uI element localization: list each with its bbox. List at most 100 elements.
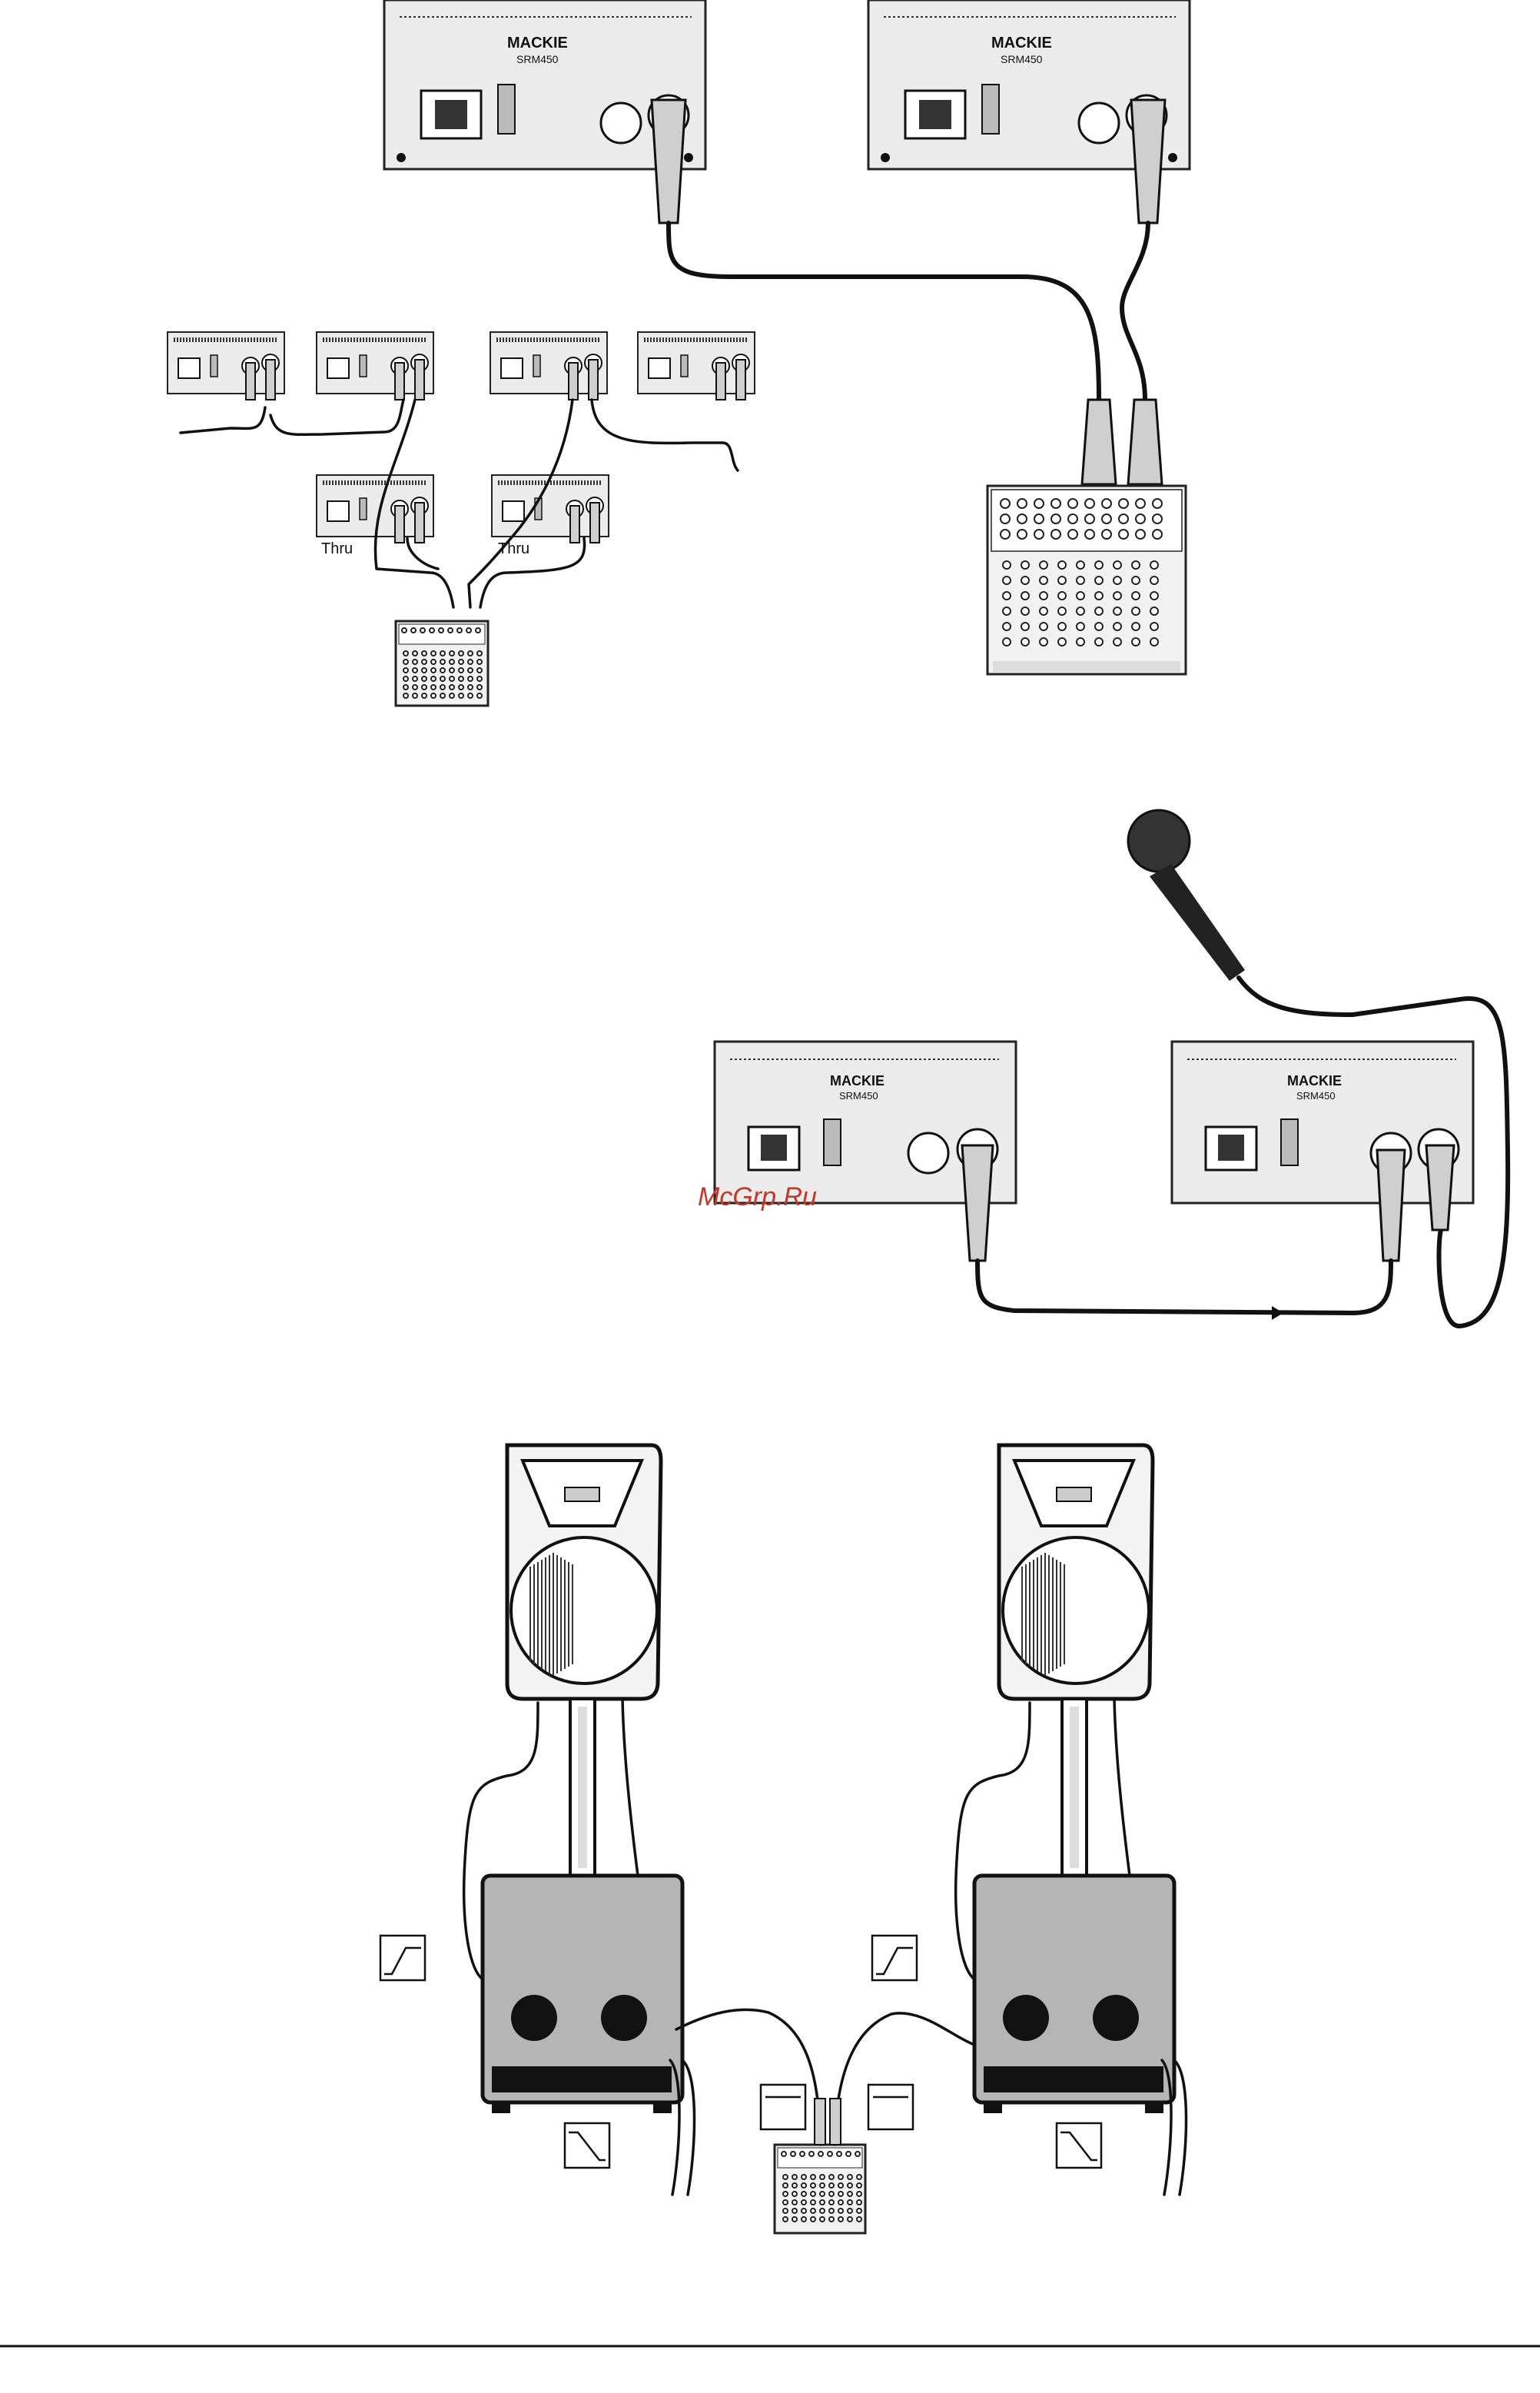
- mixer-knob-icon: [1017, 499, 1027, 508]
- mixer-knob-icon: [477, 651, 482, 656]
- mixer-knob-icon: [431, 676, 436, 681]
- mixer-small: [775, 2145, 865, 2233]
- mixer-knob-icon: [1003, 592, 1011, 600]
- mixer-knob-icon: [422, 685, 426, 690]
- chain-cable: [480, 538, 585, 607]
- mixer-knob-icon: [1001, 499, 1010, 508]
- chain-cable: [592, 400, 738, 470]
- mixer-knob-icon: [1136, 514, 1145, 523]
- mixer-knob-icon: [431, 651, 436, 656]
- mixer-knob-icon: [1068, 530, 1077, 539]
- srm450-rear-panel-small: [490, 332, 607, 400]
- mixer-knob-icon: [820, 2217, 825, 2222]
- mixer-knob-icon: [792, 2217, 797, 2222]
- mixer-knob-icon: [468, 660, 473, 664]
- power-switch-icon: [824, 1119, 841, 1165]
- mixer-knob-icon: [792, 2183, 797, 2188]
- xlr-plug-icon: [830, 2099, 841, 2145]
- mixer-knob-icon: [440, 668, 445, 673]
- mixer-knob-icon: [1017, 530, 1027, 539]
- mixer-knob-icon: [1003, 561, 1011, 569]
- mixer-knob-icon: [403, 676, 408, 681]
- mixer-knob-icon: [1003, 638, 1011, 646]
- mixer-knob-icon: [1150, 623, 1158, 630]
- mixer-knob-icon: [792, 2200, 797, 2205]
- signal-arrow-icon: [1272, 1306, 1283, 1320]
- mixer-knob-icon: [802, 2217, 806, 2222]
- cable-right-to-mixer: [1122, 223, 1148, 400]
- mixer-knob-icon: [450, 685, 454, 690]
- mixer-knob-icon: [422, 676, 426, 681]
- mixer-knob-icon: [1114, 623, 1121, 630]
- mixer-knob-icon: [422, 660, 426, 664]
- mixer-knob-icon: [1034, 499, 1044, 508]
- mixer-knob-icon: [837, 2152, 841, 2156]
- mixer-knob-icon: [848, 2183, 852, 2188]
- xlr-plug-icon: [266, 360, 275, 400]
- xlr-plug-icon: [1426, 1145, 1454, 1230]
- mixer-knob-icon: [448, 628, 453, 633]
- mixer-knob-icon: [413, 676, 417, 681]
- mixer-knob-icon: [1150, 638, 1158, 646]
- mixer-knob-icon: [1114, 638, 1121, 646]
- mixer-knob-icon: [422, 693, 426, 698]
- power-inlet-icon: [178, 358, 200, 378]
- chain-cable: [181, 407, 265, 433]
- mixer-knob-icon: [857, 2217, 861, 2222]
- model-label: SRM450: [516, 53, 559, 65]
- mixer-knob-icon: [457, 628, 462, 633]
- mixer-knob-icon: [459, 693, 463, 698]
- model-label: SRM450: [1001, 53, 1043, 65]
- xlr-plug-icon: [590, 503, 599, 543]
- xlr-plug-icon: [962, 1145, 993, 1261]
- mixer-knob-icon: [477, 660, 482, 664]
- mixer-knob-icon: [1068, 514, 1077, 523]
- mixer-knob-icon: [829, 2209, 834, 2213]
- power-inlet-icon: [501, 358, 523, 378]
- mixer-knob-icon: [1017, 514, 1027, 523]
- power-switch-icon: [360, 355, 367, 377]
- mixer-knob-icon: [855, 2152, 860, 2156]
- mixer-knob-icon: [848, 2175, 852, 2179]
- mixer-knob-icon: [1102, 530, 1111, 539]
- xlr-plug-icon: [415, 503, 424, 543]
- mixer-knob-icon: [1021, 577, 1029, 584]
- xlr-plug-icon: [1377, 1150, 1405, 1261]
- mixer-knob-icon: [783, 2192, 788, 2196]
- mixer-knob-icon: [848, 2200, 852, 2205]
- mixer-knob-icon: [802, 2209, 806, 2213]
- mixer-knob-icon: [1132, 607, 1140, 615]
- xlr-plug-icon: [589, 360, 598, 400]
- mixer-knob-icon: [403, 685, 408, 690]
- mixer-knob-icon: [1085, 514, 1094, 523]
- mixer-knob-icon: [450, 660, 454, 664]
- mixer-knob-icon: [413, 693, 417, 698]
- mixer-knob-icon: [1150, 592, 1158, 600]
- mixer-knob-icon: [1034, 514, 1044, 523]
- mixer-knob-icon: [403, 693, 408, 698]
- power-inlet-icon: [327, 358, 349, 378]
- mixer-knob-icon: [1021, 561, 1029, 569]
- mixer-knob-icon: [1003, 607, 1011, 615]
- mixer-large: [987, 486, 1186, 674]
- low-pass-filter-icon: [565, 2123, 609, 2168]
- mixer-knob-icon: [1021, 607, 1029, 615]
- thru-label: Thru: [321, 540, 353, 557]
- mixer-knob-icon: [846, 2152, 851, 2156]
- mixer-knob-icon: [783, 2200, 788, 2205]
- mixer-knob-icon: [1132, 638, 1140, 646]
- mixer-knob-icon: [1051, 514, 1060, 523]
- mixer-knob-icon: [440, 685, 445, 690]
- mixer-knob-icon: [1153, 514, 1162, 523]
- power-switch-icon: [533, 355, 540, 377]
- section-microphone: MACKIE SRM450 MACKIE SRM450 McGrp.Ru: [698, 810, 1508, 1326]
- mixer-knob-icon: [468, 668, 473, 673]
- mixer-knob-icon: [459, 651, 463, 656]
- mixer-knob-icon: [450, 668, 454, 673]
- mixer-knob-icon: [811, 2183, 815, 2188]
- power-switch-icon: [498, 85, 515, 134]
- xlr-output-icon: [908, 1133, 948, 1173]
- mixer-knob-icon: [820, 2209, 825, 2213]
- mixer-knob-icon: [413, 651, 417, 656]
